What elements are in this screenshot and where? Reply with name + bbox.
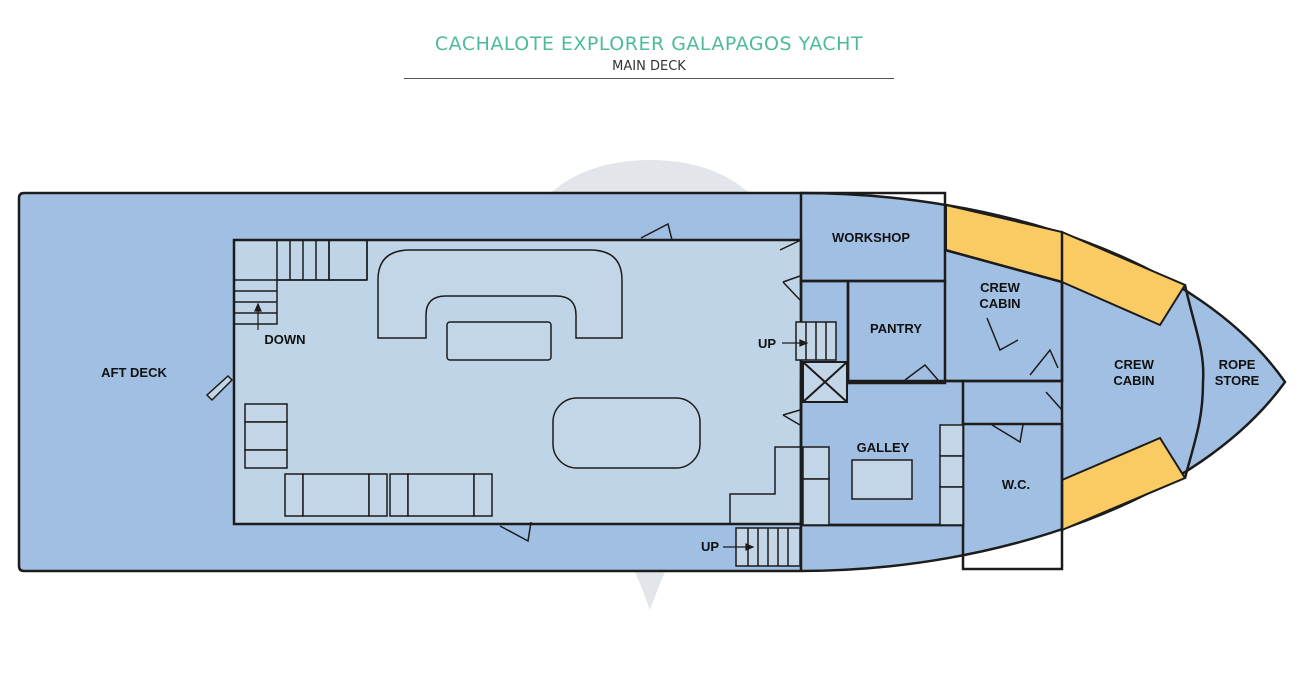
label-up-lower: UP: [701, 539, 719, 554]
label-aft-deck: AFT DECK: [101, 365, 167, 380]
plan-title: CACHALOTE EXPLORER GALAPAGOS YACHT: [434, 33, 864, 55]
stairs-top: [233, 239, 368, 325]
label-workshop: WORKSHOP: [832, 230, 910, 245]
lift-shaft: [802, 361, 848, 403]
armchair: [244, 403, 288, 469]
label-crew-cabin-2-line1: CREW: [1114, 357, 1154, 372]
label-rope-store-line2: STORE: [1215, 373, 1260, 388]
stairs-salon: [729, 446, 801, 524]
dining-table: [552, 397, 701, 469]
doors: [205, 222, 1063, 543]
header-divider: [404, 78, 894, 79]
label-up-upper: UP: [758, 336, 776, 351]
label-galley: GALLEY: [857, 440, 910, 455]
label-crew-cabin-2-line2: CABIN: [1113, 373, 1154, 388]
arrow-up-upper-icon: [782, 339, 809, 347]
coffee-table: [446, 321, 552, 361]
label-rope-store-line1: ROPE: [1219, 357, 1256, 372]
label-wc: W.C.: [1002, 477, 1030, 492]
label-crew-cabin-1-line1: CREW: [980, 280, 1020, 295]
arrow-up-lower-icon: [723, 543, 755, 551]
arrow-down-icon: [254, 302, 262, 330]
label-crew-cabin-1-line2: CABIN: [979, 296, 1020, 311]
deck-plan-header: CACHALOTE EXPLORER GALAPAGOS YACHT MAIN …: [404, 30, 894, 79]
label-pantry: PANTRY: [870, 321, 922, 336]
label-down: DOWN: [264, 332, 305, 347]
lounge-sofa: [377, 249, 623, 339]
galley-fittings: [802, 424, 964, 526]
plan-subtitle: MAIN DECK: [612, 59, 686, 74]
bottom-sofas: [284, 473, 493, 517]
